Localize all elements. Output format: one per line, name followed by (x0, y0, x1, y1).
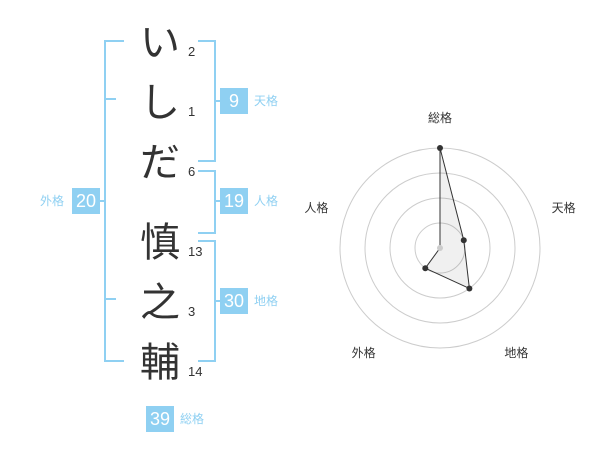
radar-axis-label-3: 外格 (352, 345, 376, 360)
radar-axis-label-2: 地格 (504, 345, 528, 360)
jinkaku-connector (214, 200, 222, 202)
radar-axis-label-0: 総格 (428, 110, 452, 125)
gaikaku-connector (98, 200, 106, 202)
radar-point-1 (460, 237, 467, 244)
tenkaku-connector (214, 100, 222, 102)
jinkaku-bracket (198, 170, 216, 234)
radar-point-0 (437, 145, 443, 151)
name-character-3: だ (140, 140, 180, 186)
radar-point-2 (466, 285, 473, 292)
name-character-4: 慎 (140, 220, 180, 266)
tenkaku-label: 天格 (254, 94, 279, 108)
tenkaku-score: 9 (220, 88, 248, 114)
soukaku-label: 総格 (180, 412, 205, 426)
name-character-1: い (140, 20, 180, 66)
soukaku-score: 39 (146, 406, 174, 432)
radar-axis-label-1: 天格 (552, 200, 576, 215)
stroke-count-4: 13 (188, 244, 203, 259)
chikaku-score: 30 (220, 288, 248, 314)
gaikaku-bracket-tick-lower (104, 298, 116, 300)
gaikaku-score: 20 (72, 188, 100, 214)
stroke-count-2: 1 (188, 104, 196, 119)
radar-center (437, 245, 443, 251)
name-character-2: し (140, 80, 180, 126)
stroke-count-1: 2 (188, 44, 196, 59)
stroke-count-5: 3 (188, 304, 196, 319)
chikaku-label: 地格 (254, 294, 279, 308)
chikaku-connector (214, 300, 222, 302)
jinkaku-label: 人格 (254, 194, 279, 208)
radar-point-3 (422, 265, 429, 272)
stroke-count-3: 6 (188, 164, 196, 179)
jinkaku-score: 19 (220, 188, 248, 214)
radar-axis-label-4: 人格 (304, 200, 328, 215)
gaikaku-label: 外格 (40, 194, 65, 208)
stroke-count-6: 14 (188, 364, 203, 379)
radar-polygon (424, 147, 470, 290)
name-character-6: 輔 (140, 340, 180, 386)
name-character-5: 之 (140, 280, 180, 326)
gaikaku-bracket-tick-upper (104, 98, 116, 100)
